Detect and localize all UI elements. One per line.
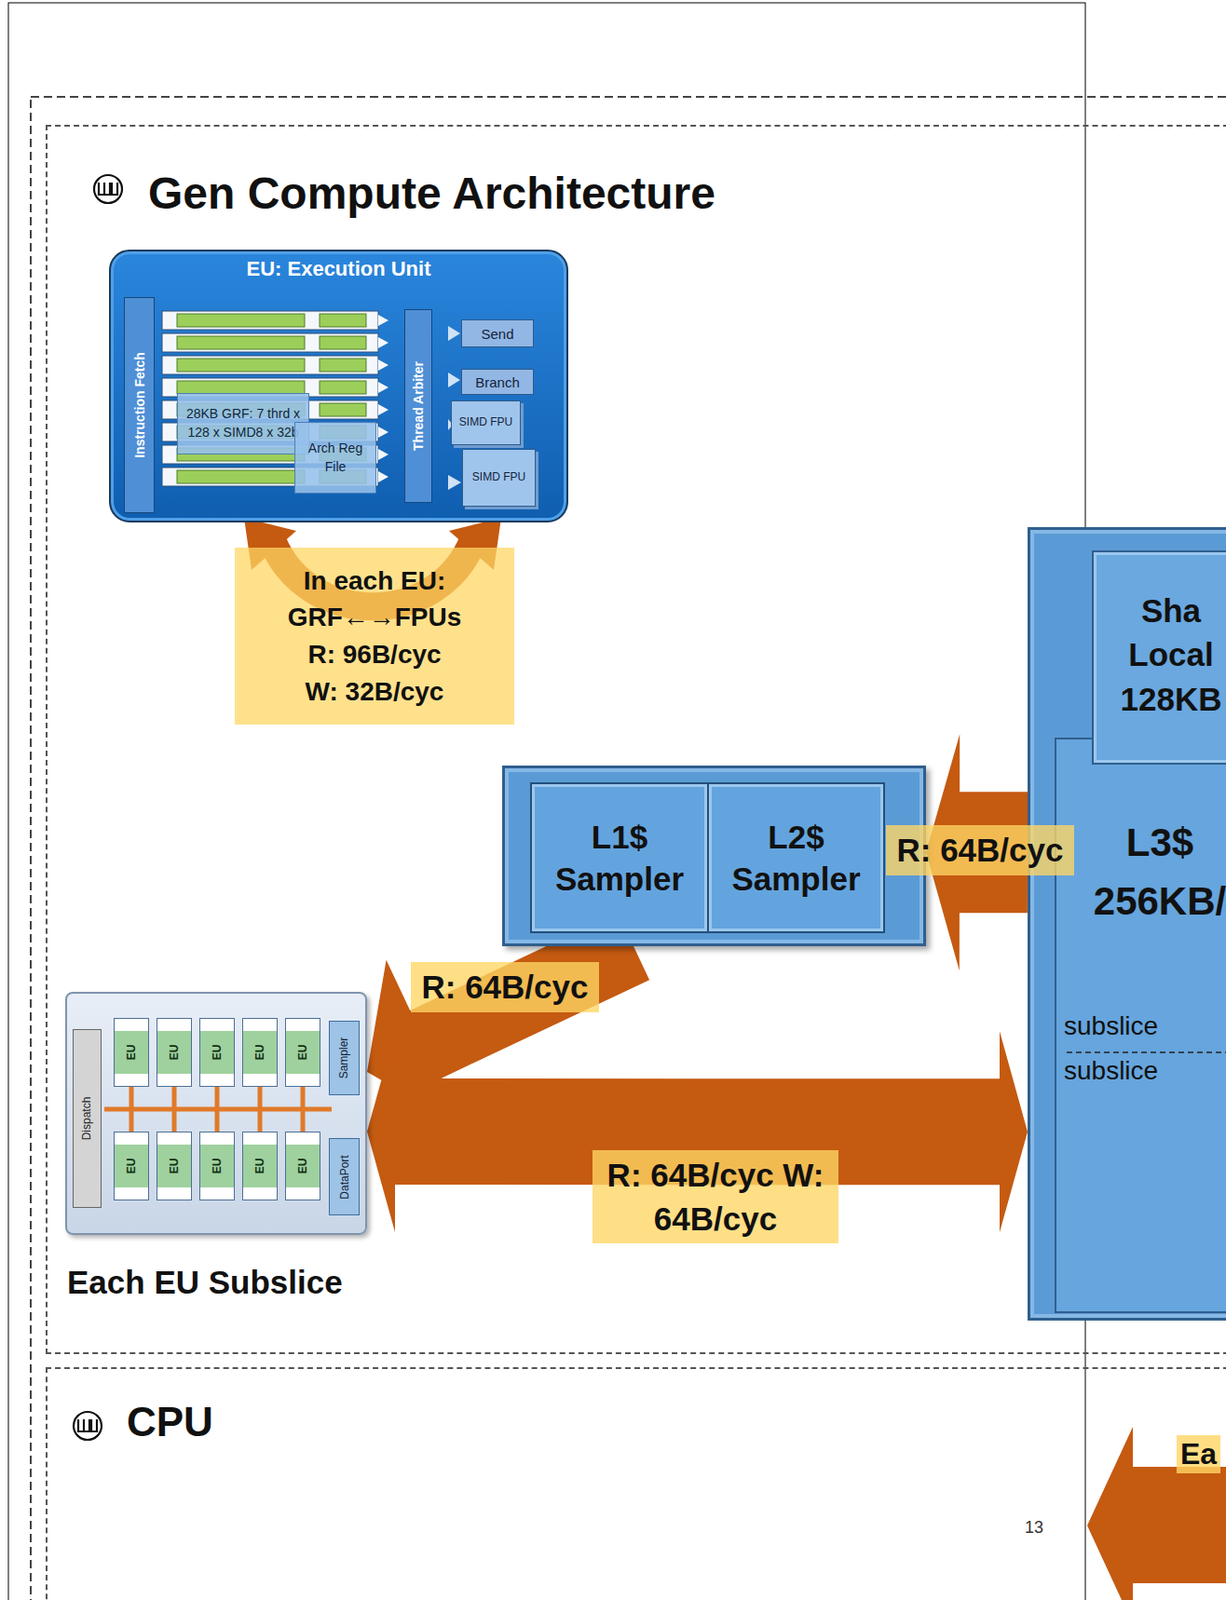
dispatch-unit: Dispatch	[72, 1029, 102, 1209]
intel-icon	[73, 1412, 102, 1441]
node-text: Sampler	[338, 1037, 352, 1080]
node-text: Sha Local 128KB	[1105, 588, 1226, 722]
node-text: Thread Arbiter	[410, 361, 426, 451]
eu-block: EU	[199, 1018, 235, 1088]
function-unit: Branch	[461, 368, 534, 396]
node-text: EU	[296, 1045, 310, 1062]
node-text: EU	[296, 1158, 310, 1175]
node-text: L2$ Sampler	[708, 816, 884, 901]
section-frame: CPU	[45, 1367, 1226, 1600]
eu-block: EU	[285, 1131, 321, 1201]
register-file: 28KB GRF: 7 thrd x 128 x SIMD8 x 32b	[177, 393, 310, 455]
node-text: EU	[124, 1158, 138, 1175]
node-text: DataPort	[338, 1155, 352, 1199]
function-unit: Send	[461, 319, 534, 348]
eu-block: EU	[156, 1131, 192, 1201]
node-text: EU	[253, 1158, 267, 1175]
fpu-unit: SIMD FPU	[450, 400, 521, 446]
node-text: Gen Compute Architecture	[148, 167, 716, 219]
node-text: EU	[167, 1158, 181, 1175]
node-text: Arch Reg File	[297, 439, 374, 477]
node-text: L1$ Sampler	[531, 816, 708, 901]
eu-block: EU	[242, 1131, 278, 1201]
eu-block: EU	[156, 1018, 192, 1088]
shared-local-memory: Sha Local 128KB	[1091, 550, 1226, 765]
port-unit: Sampler	[328, 1021, 360, 1096]
node-text: W: 32B/cyc	[305, 673, 445, 711]
pipeline-strip: Instruction Fetch	[123, 297, 155, 514]
bandwidth-label: R: 64B/cyc	[410, 962, 600, 1012]
page-border	[8, 2, 1086, 1600]
page-number: 13	[1024, 1518, 1044, 1539]
port-unit: DataPort	[328, 1138, 360, 1216]
node-text: EU	[210, 1045, 224, 1062]
eu-block: EU	[199, 1131, 235, 1201]
cpu-bandwidth-arrow	[1087, 1427, 1226, 1600]
cut-callout: Ea	[1176, 1435, 1221, 1474]
node-text: L3$ 256KB/	[1057, 813, 1226, 931]
node-text: GRF←→FPUs	[287, 599, 463, 637]
sampler-group: L1$ SamplerL2$ Sampler	[502, 765, 927, 947]
node-text: Send	[480, 326, 514, 342]
pipeline-strip: Thread Arbiter	[404, 309, 433, 504]
sampler-cache: L2$ Sampler	[707, 782, 886, 934]
node-text: EU: Execution Unit	[110, 257, 567, 282]
callout-box: In each EU:GRF←→FPUsR: 96B/cycW: 32B/cyc	[234, 547, 515, 725]
eu-block: EU	[113, 1131, 150, 1201]
node-text: EU	[253, 1045, 267, 1062]
bandwidth-label: R: 64B/cyc	[885, 825, 1076, 875]
node-text: Dispatch	[81, 1097, 95, 1142]
node-text: CPU	[126, 1399, 214, 1446]
intel-icon	[94, 175, 123, 204]
fpu-unit: SIMD FPU	[462, 449, 536, 507]
node-text: R: 96B/cyc	[307, 636, 441, 674]
node-text: SIMD FPU	[472, 471, 526, 485]
node-text: In each EU:	[303, 562, 446, 600]
bandwidth-label: R: 64B/cyc W: 64B/cyc	[592, 1150, 839, 1245]
node-text: 28KB GRF: 7 thrd x 128 x SIMD8 x 32b	[179, 405, 307, 442]
register-file: Arch Reg File	[294, 422, 377, 494]
node-text: Branch	[475, 374, 520, 391]
node-text: SIMD FPU	[459, 416, 513, 430]
eu-block: EU	[285, 1018, 321, 1088]
outer-dashed-frame	[30, 96, 1226, 1600]
node-text: Instruction Fetch	[132, 352, 148, 459]
region-label: subslice	[1063, 1011, 1158, 1042]
region-label: subslice	[1063, 1056, 1158, 1087]
l3-cache: L3$ 256KB/Sha Local 128KB	[1027, 527, 1226, 1322]
eu-block: EU	[242, 1018, 278, 1088]
execution-unit: EU: Execution UnitInstruction Fetch 28KB …	[108, 249, 569, 523]
node-text: EU	[124, 1045, 138, 1062]
node-text: EU	[210, 1158, 224, 1175]
eu-subslice: Each EU SubsliceDispatchEUEUEUEUEUSample…	[65, 992, 368, 1236]
node-text: EU	[167, 1045, 181, 1062]
sampler-cache: L1$ Sampler	[530, 782, 709, 934]
node-text: Each EU Subslice	[67, 1264, 343, 1302]
eu-block: EU	[113, 1018, 150, 1088]
